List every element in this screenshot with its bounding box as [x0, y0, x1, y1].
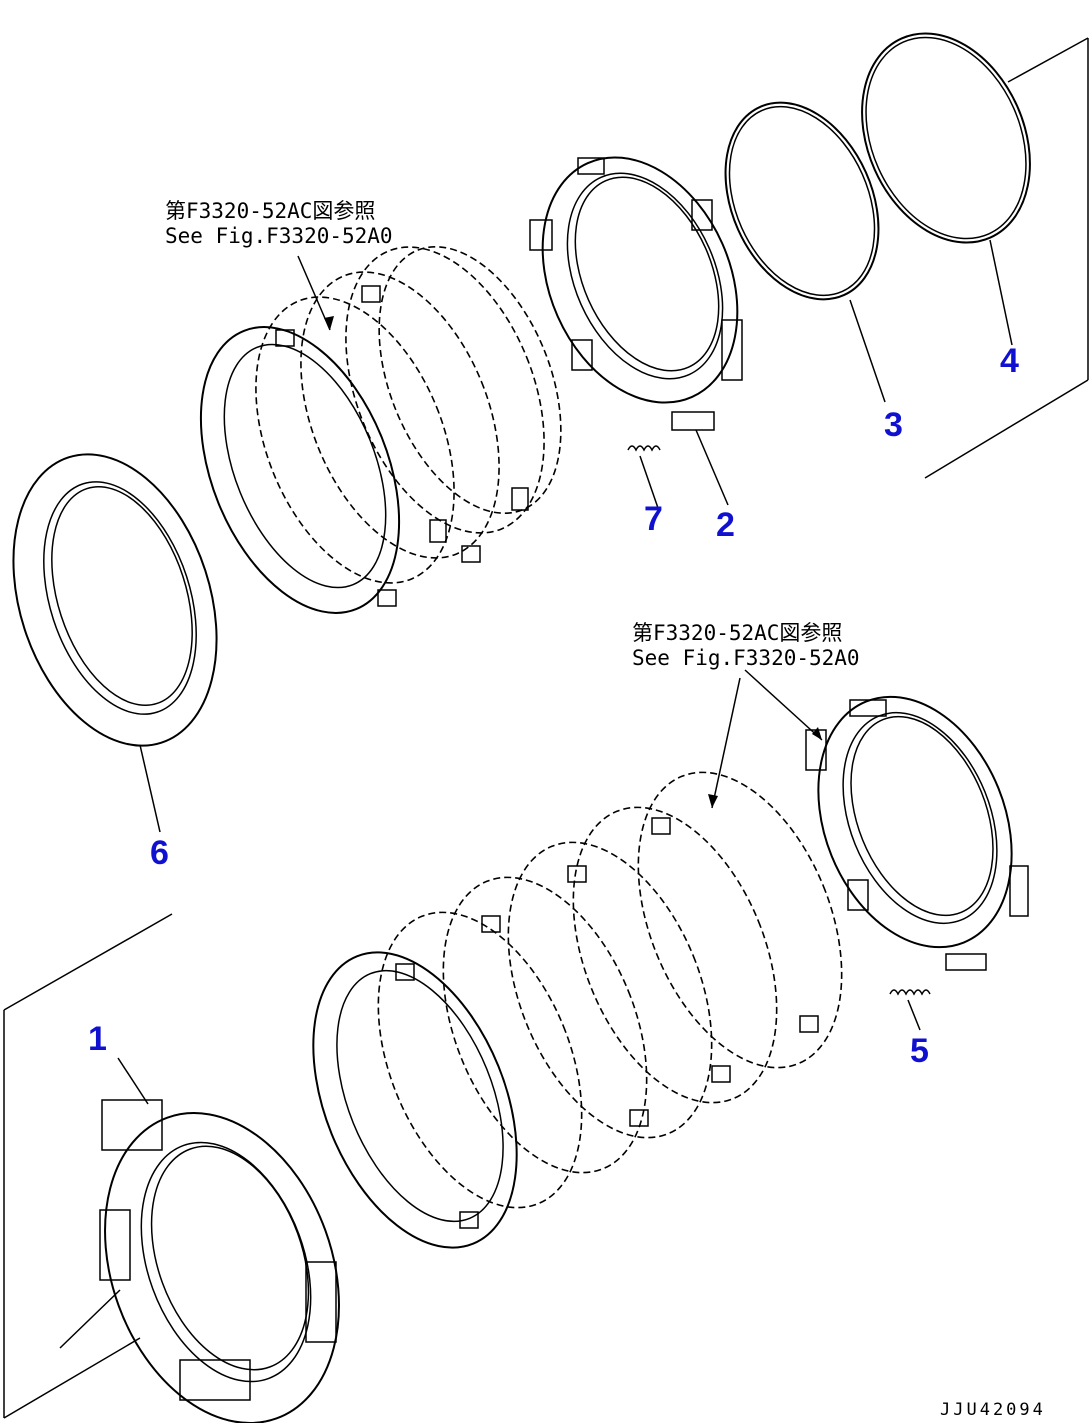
- drawing-code: JJU42094: [940, 1400, 1046, 1420]
- part-3-o-ring: [724, 101, 880, 301]
- reference-upper-en: See Fig.F3320-52A0: [165, 224, 393, 248]
- lower-end-plate: [805, 695, 1029, 971]
- leader-lines: [695, 239, 1013, 809]
- callout-numbers: 4 3 7 2 6 5 1: [88, 342, 1019, 1070]
- callout-3[interactable]: 3: [884, 406, 903, 444]
- part-6-flange-plate: [12, 453, 218, 833]
- callout-1[interactable]: 1: [88, 1020, 107, 1058]
- callout-7[interactable]: 7: [644, 500, 663, 538]
- reference-lower-en: See Fig.F3320-52A0: [632, 646, 860, 670]
- callout-5[interactable]: 5: [910, 1032, 929, 1070]
- upper-disc-pack: [199, 245, 562, 614]
- frame-lines: [3, 37, 1089, 1419]
- part-7-spring: [627, 445, 661, 509]
- part-5-spring: [889, 989, 931, 1031]
- part-1-housing: [59, 1057, 340, 1423]
- reference-upper-jp: 第F3320-52AC図参照: [165, 199, 375, 223]
- reference-note-lower: 第F3320-52AC図参照 See Fig.F3320-52A0: [632, 621, 860, 670]
- callout-6[interactable]: 6: [150, 834, 169, 872]
- callout-2[interactable]: 2: [716, 506, 735, 544]
- part-2-end-plate: [529, 156, 743, 431]
- reference-lower-jp: 第F3320-52AC図参照: [632, 621, 842, 645]
- part-4-o-ring: [861, 32, 1031, 244]
- reference-note-upper: 第F3320-52AC図参照 See Fig.F3320-52A0: [165, 199, 393, 248]
- callout-4[interactable]: 4: [1000, 342, 1019, 380]
- lower-disc-pack: [312, 771, 843, 1249]
